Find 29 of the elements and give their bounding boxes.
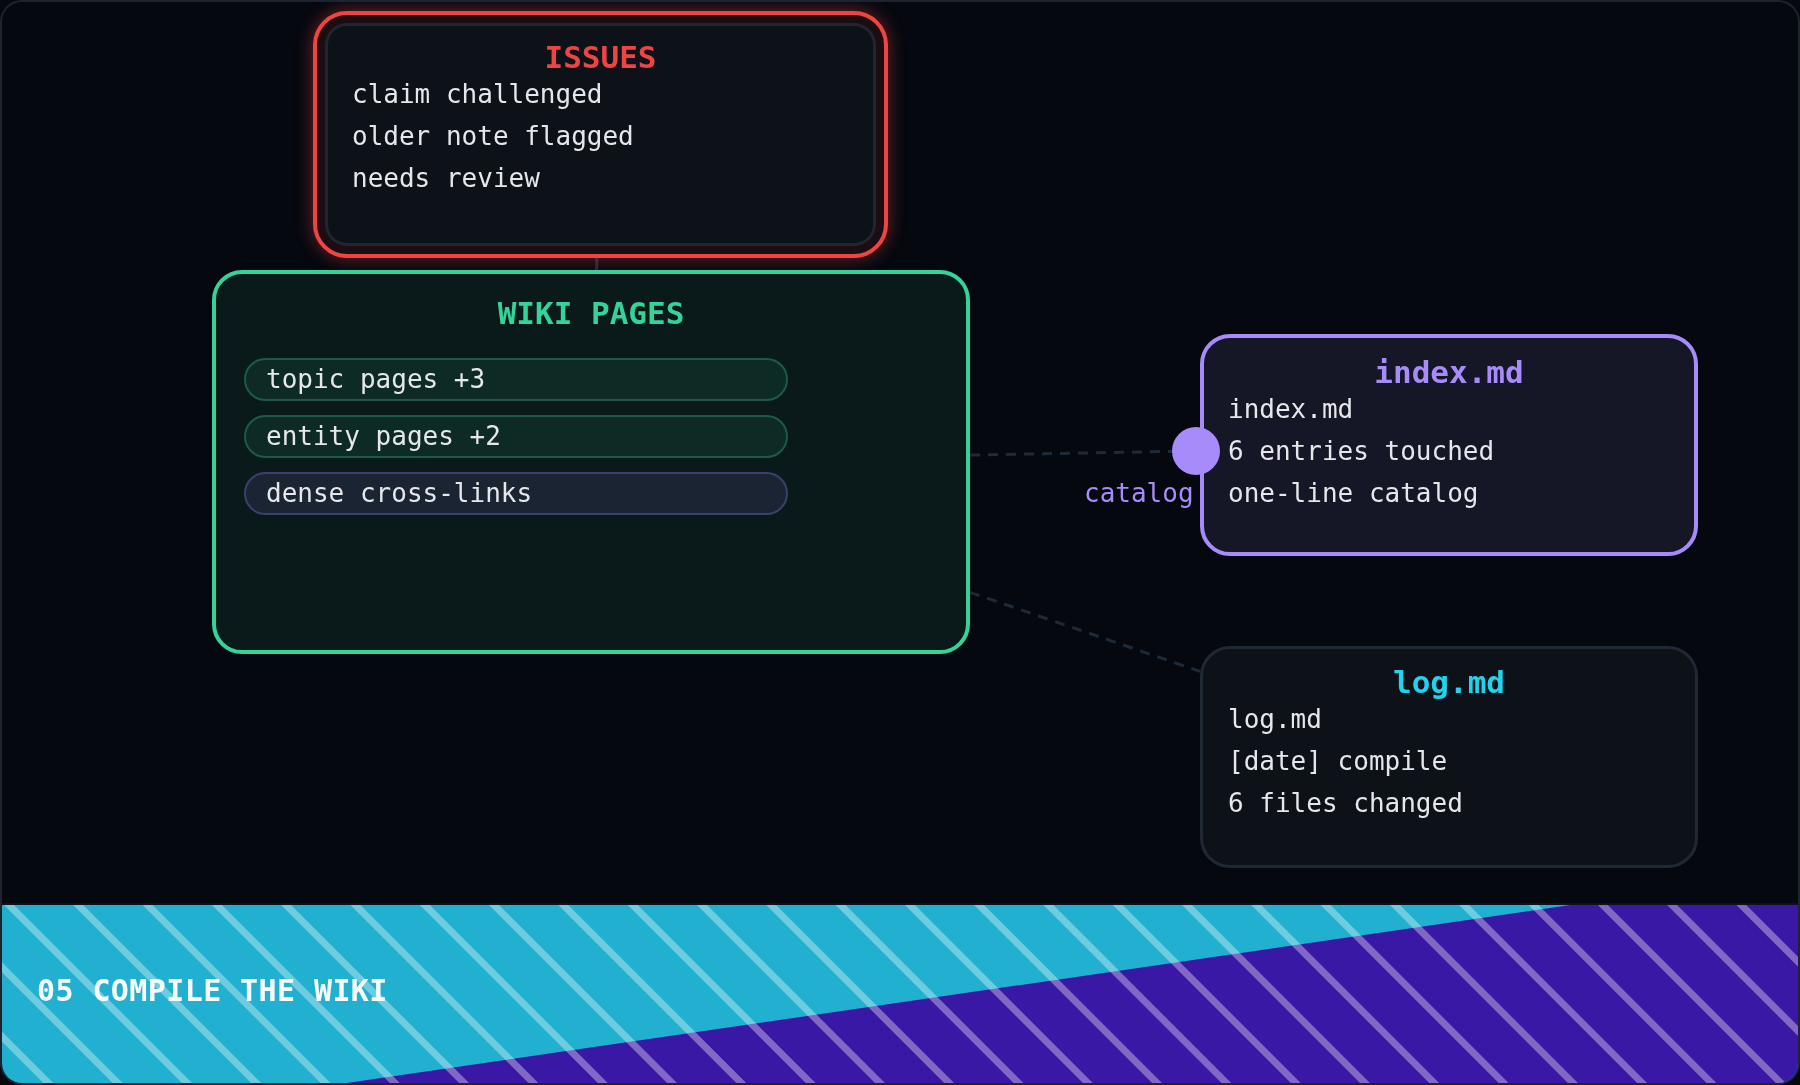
tag-text: dense cross-links [266,477,533,510]
node-text: needs review [352,162,540,195]
node-title: WIKI PAGES [497,298,685,329]
file-card [1200,334,1698,556]
page-tag [244,358,788,401]
node-text: 6 files changed [1228,787,1463,820]
page-tag [244,472,788,515]
tag-text: topic pages +3 [266,363,486,396]
node-title: log.md [1393,667,1505,698]
node-title: index.md [1374,357,1524,388]
node-text: claim challenged [352,78,603,111]
file-card [1200,646,1698,868]
node-text: log.md [1228,703,1322,736]
node-text: [date] compile [1228,745,1448,778]
dashed-line [969,590,1201,673]
issues-panel [313,11,888,258]
page-tag [244,415,788,458]
banner-title: 05 COMPILE THE WIKI [37,973,388,1009]
connector-line [595,257,599,271]
group-panel [212,270,970,654]
node-text: older note flagged [352,120,634,153]
dashed-line [969,449,1173,457]
port-dot [1172,427,1220,475]
node-text: 6 entries touched [1228,435,1495,468]
node-title: ISSUES [544,42,657,73]
tag-text: entity pages +2 [266,420,501,453]
node-text: index.md [1228,393,1354,426]
node-text: one-line catalog [1228,477,1479,510]
dot-label: catalog [1084,478,1194,508]
